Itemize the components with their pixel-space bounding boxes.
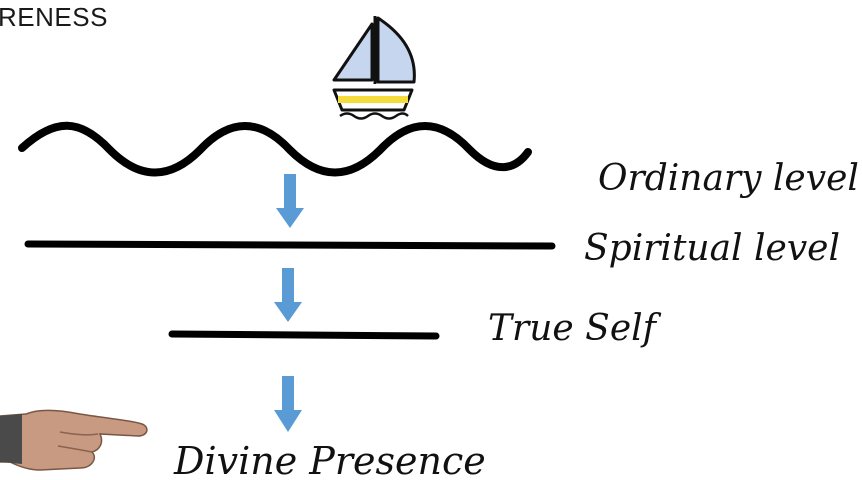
spiritual-line (28, 244, 552, 246)
down-arrow-icon (274, 268, 302, 322)
pointing-hand-icon (0, 410, 147, 470)
divine-presence-label: Divine Presence (173, 439, 486, 480)
down-arrow-icon (274, 376, 302, 432)
spiritual-level-label: Spiritual level (584, 228, 840, 269)
ordinary-wave-line (22, 126, 528, 173)
true-self-line (172, 334, 436, 336)
sailboat-icon (334, 16, 414, 119)
true-self-label: True Self (488, 308, 662, 349)
ordinary-level-label: Ordinary level (598, 158, 859, 199)
down-arrow-icon (276, 174, 304, 228)
